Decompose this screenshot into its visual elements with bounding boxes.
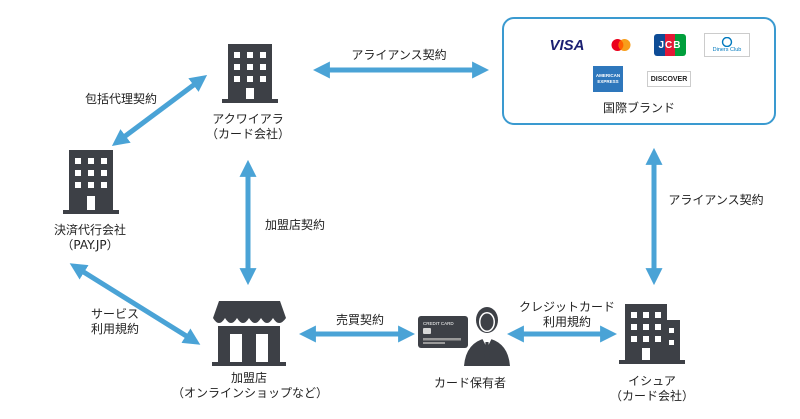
jcb-logo-text: JCB (658, 39, 682, 51)
diners-logo: Diners Club (704, 33, 750, 57)
issuer-building-icon (619, 304, 685, 364)
merchant-label: 加盟店 （オンラインショップなど） (172, 371, 329, 401)
edge-text: 加盟店契約 (264, 218, 325, 232)
issuer-label: イシュア （カード会社） (602, 374, 702, 404)
amex-logo: AMERICAN EXPRESS (593, 66, 623, 92)
edge-label-brands-issuer: アライアンス契約 (660, 193, 772, 208)
edge-label-agent-acquirer: 包括代理契約 (76, 92, 166, 107)
arrows (69, 61, 663, 345)
payment-agent-label: 決済代行会社 （PAY.JP） (40, 223, 140, 253)
brands-box: VISA JCB Diners Club AMERICAN EXPRESS DI… (502, 17, 776, 125)
edge-label-acquirer-brands: アライアンス契約 (344, 48, 454, 63)
brands-label: 国際ブランド (589, 101, 689, 116)
edge-text: 包括代理契約 (84, 92, 157, 106)
brands-name: 国際ブランド (602, 101, 675, 115)
acquirer-name: アクワイアラ (212, 112, 284, 126)
edge-label-acquirer-merchant: 加盟店契約 (255, 218, 335, 233)
card-text: CREDIT CARD (423, 321, 454, 326)
edge-text: 売買契約 (335, 313, 384, 327)
arrow-agent-merchant (69, 263, 201, 345)
edge-text-line1: クレジットカード (518, 300, 615, 314)
acquirer-subtitle: （カード会社） (205, 127, 290, 141)
edge-text: アライアンス契約 (668, 193, 764, 207)
cardholder-person-icon (464, 307, 510, 366)
credit-card-icon: CREDIT CARD (418, 316, 468, 348)
payment-agent-building-icon (63, 150, 119, 214)
payment-agent-subtitle: （PAY.JP） (61, 238, 119, 252)
merchant-subtitle: （オンラインショップなど） (172, 386, 329, 400)
cardholder-label: カード保有者 (420, 376, 520, 391)
payment-agent-name: 決済代行会社 (53, 223, 126, 237)
mastercard-logo (608, 37, 634, 53)
edge-text-line2: 利用規約 (90, 322, 139, 336)
edge-label-merchant-cardholder: 売買契約 (320, 313, 400, 328)
merchant-name: 加盟店 (230, 371, 267, 385)
acquirer-label: アクワイアラ （カード会社） (198, 112, 298, 142)
acquirer-building-icon (222, 44, 278, 103)
cardholder-name: カード保有者 (433, 376, 506, 390)
visa-logo: VISA (549, 36, 585, 54)
merchant-store-icon (212, 301, 286, 366)
edge-text-line2: 利用規約 (542, 315, 591, 329)
edge-text: アライアンス契約 (351, 48, 447, 62)
edge-label-cardholder-issuer: クレジットカード 利用規約 (509, 300, 625, 330)
edge-label-agent-merchant: サービス 利用規約 (70, 307, 160, 337)
arrow-agent-acquirer (111, 74, 208, 147)
diners-logo-text: Diners Club (712, 47, 742, 53)
issuer-subtitle: （カード会社） (609, 389, 694, 403)
issuer-name: イシュア (628, 374, 676, 388)
jcb-logo: JCB (654, 34, 686, 56)
discover-logo: DISCOVER (647, 71, 691, 87)
edge-text-line1: サービス (90, 307, 139, 321)
